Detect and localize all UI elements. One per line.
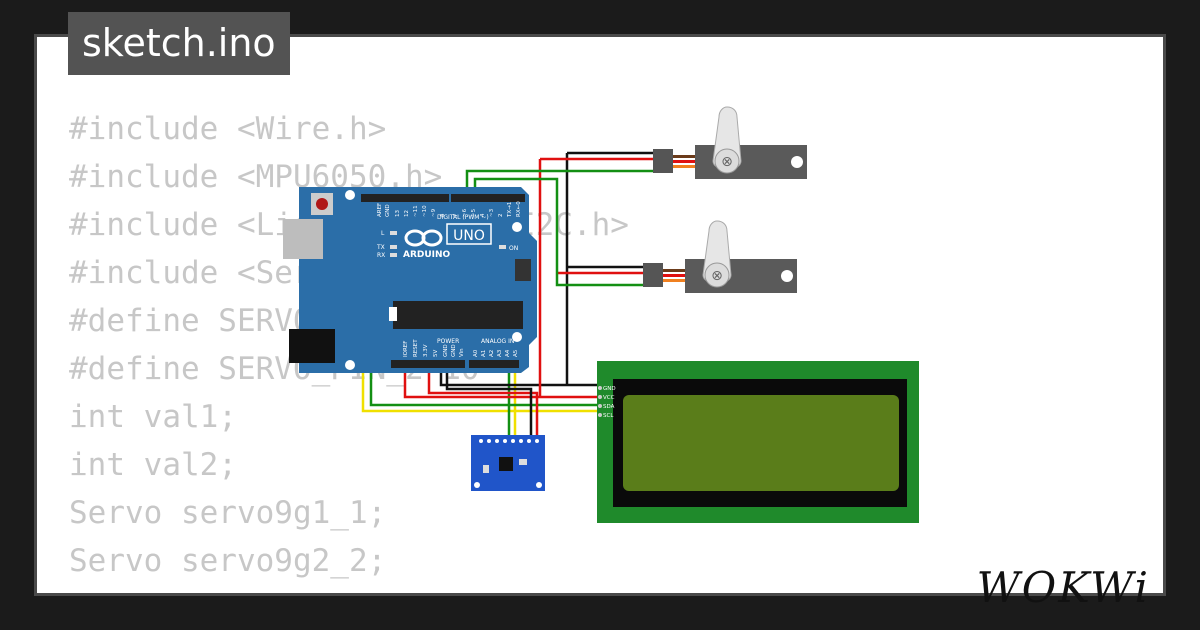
tx-label: TX (376, 244, 385, 251)
pin-a0: A0 (473, 349, 479, 357)
pin-11: ~11 (413, 205, 419, 217)
pin-8: 8 (440, 213, 446, 217)
power-jack (289, 329, 335, 363)
servo-motor-1[interactable]: ⊗ (653, 106, 807, 179)
lcd-pin-gnd: GND (603, 386, 616, 392)
pin-tx1: TX→1 (507, 202, 513, 218)
pin-ioref: IOREF (403, 341, 409, 357)
l-label: L (381, 230, 385, 237)
code-line: Servo servo9g2_2; (69, 543, 387, 579)
pin-reset: RESET (413, 339, 419, 357)
mpu6050-sensor[interactable] (471, 435, 545, 491)
rx-label: RX (377, 252, 385, 259)
pin-3v3: 3.3V (423, 344, 429, 357)
pin-5: ~5 (471, 208, 477, 217)
pin-4: 4 (480, 213, 486, 217)
pin-13: 13 (395, 210, 401, 217)
board-model: UNO (453, 228, 485, 244)
servo1-hub-icon: ⊗ (721, 154, 733, 170)
wire-black-gnd2 (445, 365, 533, 439)
power-label: POWER (437, 338, 459, 345)
pin-a2: A2 (489, 350, 495, 357)
pin-6: ~6 (462, 208, 468, 217)
lcd-display[interactable]: GND VCC SDA SCL (597, 361, 919, 523)
digital-pin-labels: AREF GND 13 12 ~11 ~10 ~9 8 7 ~6 ~5 4 ~3… (377, 201, 522, 218)
wire-servo2-green (473, 177, 643, 287)
analog-label: ANALOG IN (481, 338, 514, 345)
pin-5v: 5V (433, 350, 439, 357)
power-pin-labels: IOREF RESET 3.3V 5V GND GND Vin (403, 339, 465, 357)
servo-motor-2[interactable]: ⊗ (643, 220, 797, 293)
pin-a3: A3 (497, 349, 503, 357)
arduino-uno-board[interactable]: UNO ARDUINO DIGITAL (PWM ~) ANALOG IN PO… (283, 187, 537, 373)
file-title-tab: sketch.ino (68, 12, 290, 75)
pin-gnd-a: GND (443, 344, 449, 357)
pin-gnd-b: GND (451, 344, 457, 357)
pin-a1: A1 (481, 350, 487, 357)
pin-a4: A4 (505, 349, 511, 357)
pin-vin: Vin (459, 348, 465, 357)
pin-7: 7 (453, 213, 459, 217)
code-line: int prevServo9g1_1Position = 0; (69, 585, 648, 593)
lcd-pin-scl: SCL (603, 413, 614, 419)
pin-9: ~9 (431, 208, 437, 217)
pin-a5: A5 (513, 349, 519, 357)
preview-card: #include <Wire.h>#include <MPU6050.h>#in… (34, 34, 1166, 596)
atmega-chip (393, 301, 523, 329)
analog-pin-labels: A0 A1 A2 A3 A4 A5 (473, 349, 519, 357)
wire-red-3v (427, 365, 539, 439)
on-label: ON (509, 245, 518, 252)
code-line: Servo servo9g1_1; (69, 495, 387, 531)
wokwi-logo: WOKWi (976, 563, 1150, 612)
wire-red-5v (403, 365, 599, 399)
pin-gnd: GND (385, 204, 391, 217)
pin-10: ~10 (422, 205, 428, 217)
code-line: int val1; (69, 399, 237, 435)
board-brand: ARDUINO (403, 250, 451, 260)
code-line: int val2; (69, 447, 237, 483)
servo2-hub-icon: ⊗ (711, 268, 723, 284)
pin-2: 2 (498, 214, 504, 218)
pin-aref: AREF (377, 203, 383, 217)
lcd-pin-vcc: VCC (603, 395, 615, 401)
lcd-pin-labels: GND VCC SDA SCL (603, 386, 616, 419)
pin-rx0: RX←0 (516, 201, 522, 217)
circuit-canvas: UNO ARDUINO DIGITAL (PWM ~) ANALOG IN PO… (283, 106, 919, 523)
pin-12: 12 (404, 210, 410, 217)
pin-3: ~3 (489, 208, 495, 217)
usb-port (283, 219, 323, 259)
digital-label: DIGITAL (PWM ~) (437, 214, 489, 221)
code-line: #include <Wire.h> (69, 111, 387, 147)
lcd-pin-sda: SDA (603, 404, 615, 410)
